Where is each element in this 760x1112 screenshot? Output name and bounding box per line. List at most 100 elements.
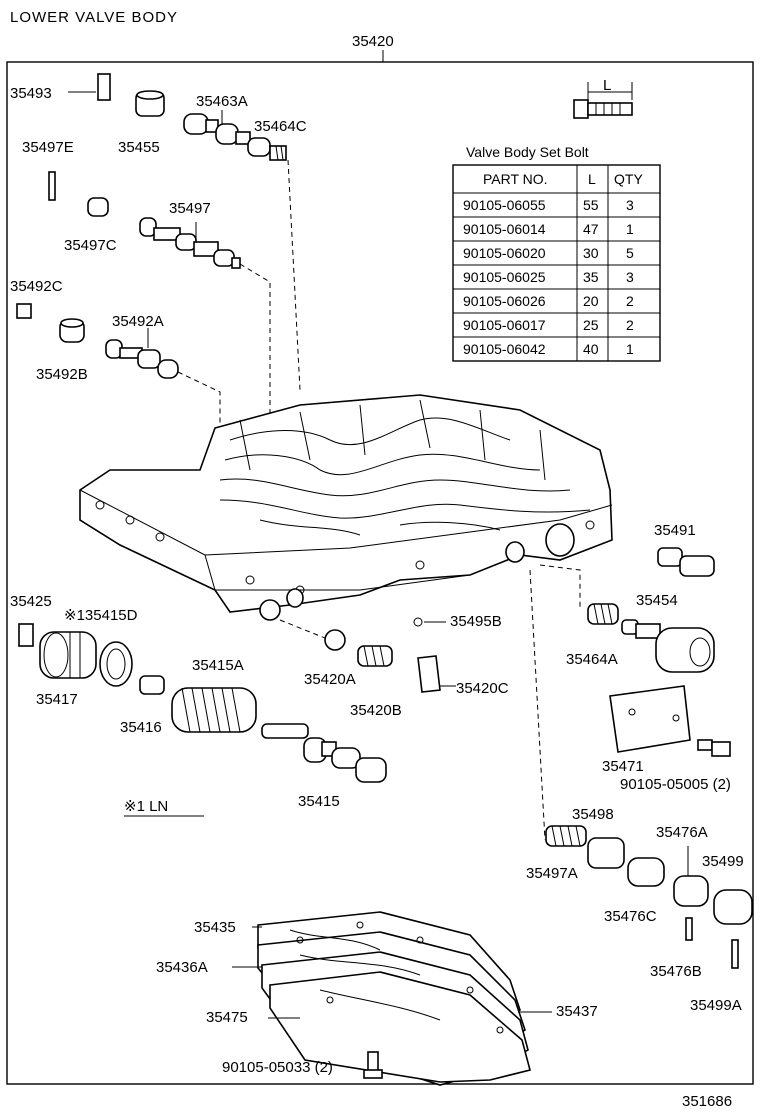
pin-35476b-icon [685, 917, 693, 941]
part-label: 35497 [169, 200, 211, 217]
assembly-number-label: 35420 [352, 33, 394, 50]
separator-plates-icon [232, 911, 552, 1086]
leader-35464a [539, 564, 581, 610]
svg-text:90105-06014: 90105-06014 [463, 221, 546, 237]
part-label: 35495B [450, 613, 502, 630]
svg-text:20: 20 [583, 293, 599, 309]
svg-text:30: 30 [583, 245, 599, 261]
spring-35420b-icon [357, 645, 393, 667]
part-label: 35476A [656, 824, 708, 841]
set-bolt-icon [573, 82, 633, 119]
plug-35425-icon [18, 623, 34, 647]
table-row: 90105-06042 40 1 [463, 341, 634, 357]
part-label: 35417 [36, 691, 78, 708]
drawing-number: 351686 [682, 1093, 732, 1110]
table-header-qty: QTY [614, 171, 643, 187]
valve-35463a-icon [183, 110, 271, 157]
spring-35464a-icon [587, 603, 619, 625]
part-label: 35492C [10, 278, 63, 295]
part-label: 35420A [304, 671, 356, 688]
part-label: 35454 [636, 592, 678, 609]
svg-text:55: 55 [583, 197, 599, 213]
spring-35497a-icon [545, 825, 587, 847]
part-label: 35471 [602, 758, 644, 775]
pin-35499a-icon [731, 939, 739, 969]
valve-35415-icon [261, 723, 387, 783]
table-row: 90105-06025 35 3 [463, 269, 634, 285]
ring-35415d-icon [99, 641, 133, 687]
table-row: 90105-06055 55 3 [463, 197, 634, 213]
part-label: 90105-05033 (2) [222, 1059, 333, 1076]
svg-text:2: 2 [626, 293, 634, 309]
leader-35497a [529, 569, 546, 841]
plug-35476a-icon [673, 846, 709, 907]
dimension-l-label: L [603, 77, 611, 94]
sleeve-35455-icon [135, 90, 165, 117]
bolt-table [452, 164, 661, 362]
part-label: 35492A [112, 313, 164, 330]
diagram-title: LOWER VALVE BODY [10, 9, 178, 26]
valve-35498-icon [587, 837, 625, 869]
ball-35497c-icon [87, 197, 109, 217]
table-row: 90105-06014 47 1 [463, 221, 634, 237]
bolt-90105-05005-icon [697, 739, 731, 757]
table-row: 90105-06020 30 5 [463, 245, 634, 261]
leader-35464c [287, 159, 301, 391]
leader-35497 [239, 263, 271, 420]
plug-35476c-icon [627, 857, 665, 887]
part-label: 35436A [156, 959, 208, 976]
part-label: 35435 [194, 919, 236, 936]
svg-text:40: 40 [583, 341, 599, 357]
part-label: 35463A [196, 93, 248, 110]
svg-text:5: 5 [626, 245, 634, 261]
part-label: 35475 [206, 1009, 248, 1026]
table-row: 90105-06026 20 2 [463, 293, 634, 309]
svg-text:25: 25 [583, 317, 599, 333]
plug-35493-icon [68, 73, 111, 101]
part-label: 35437 [556, 1003, 598, 1020]
sleeve-35417-icon [39, 631, 97, 679]
part-label: 35416 [120, 719, 162, 736]
leader-35492a [177, 371, 221, 425]
part-label: 35497A [526, 865, 578, 882]
valve-35454-icon [621, 619, 715, 673]
leader-35420a [279, 619, 331, 641]
svg-text:90105-06025: 90105-06025 [463, 269, 546, 285]
part-label: 35499A [690, 997, 742, 1014]
part-label: 35497C [64, 237, 117, 254]
svg-text:90105-06042: 90105-06042 [463, 341, 546, 357]
ball-35420a-icon [324, 629, 346, 651]
part-label: 35420B [350, 702, 402, 719]
spring-35464c-icon [269, 145, 287, 161]
part-label: 35497E [22, 139, 74, 156]
plug-35492c-icon [16, 303, 32, 319]
bolt-90105-05033-icon [363, 1051, 383, 1079]
part-label: 35464C [254, 118, 307, 135]
part-label: 35455 [118, 139, 160, 156]
valve-35492a-icon [105, 328, 179, 379]
part-label: 35476B [650, 963, 702, 980]
sleeve-35492b-icon [59, 318, 85, 343]
part-label: 35498 [572, 806, 614, 823]
svg-text:47: 47 [583, 221, 599, 237]
plug-35491-icon [657, 547, 715, 577]
part-label: 35499 [702, 853, 744, 870]
lower-valve-body-icon [79, 394, 613, 621]
part-label: 35492B [36, 366, 88, 383]
svg-text:1: 1 [626, 221, 634, 237]
part-label: 35476C [604, 908, 657, 925]
diagram-frame [6, 61, 754, 1085]
part-label: ※135415D [64, 607, 138, 624]
svg-text:90105-06026: 90105-06026 [463, 293, 546, 309]
ball-35495b-icon [413, 617, 446, 627]
pin-35497e-icon [48, 171, 56, 201]
plug-35416-icon [139, 675, 165, 695]
svg-text:1: 1 [626, 341, 634, 357]
part-label: 35464A [566, 651, 618, 668]
part-label: 35415 [298, 793, 340, 810]
table-header-l: L [588, 171, 596, 187]
table-header-part-no: PART NO. [483, 171, 548, 187]
plug-35499-icon [713, 889, 753, 925]
clip-35420c-icon [417, 655, 456, 693]
